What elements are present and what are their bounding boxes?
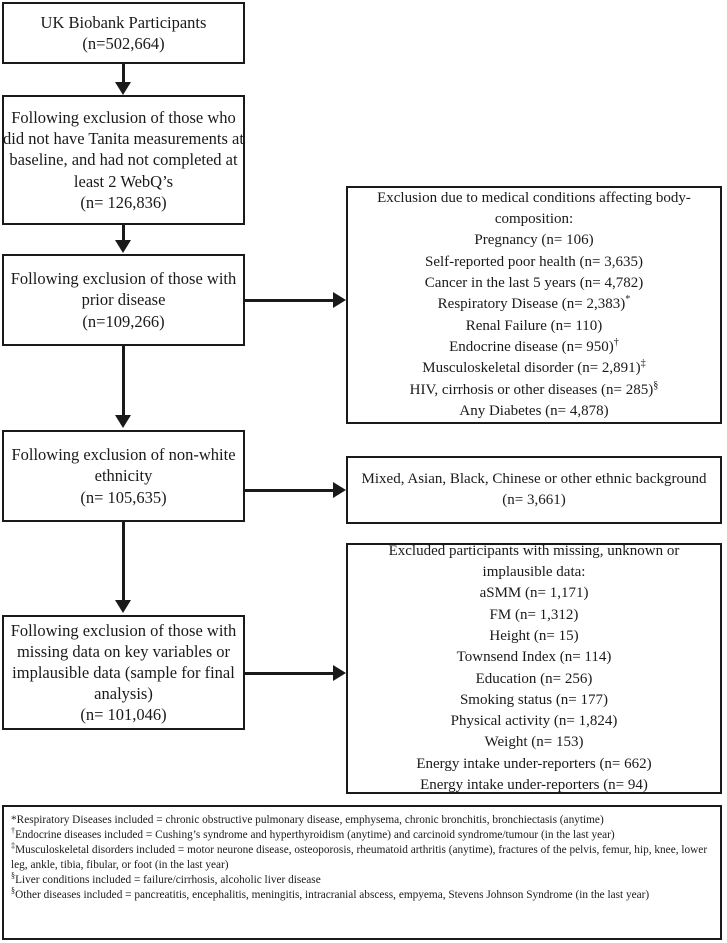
box-header-line: Excluded participants with missing, unkn… (388, 542, 680, 559)
box-line: prior disease (81, 290, 166, 310)
box-header-line: implausible data: (482, 564, 586, 581)
exclusion-item: Endocrine disease (n= 950)† (449, 336, 619, 355)
connector-line-missing-to-excluded (245, 672, 335, 675)
box-line: least 2 WebQ’s (73, 171, 174, 191)
exclusion-item: Cancer in the last 5 years (n= 4,782) (424, 275, 644, 292)
flow-box-excluded-missing: Excluded participants with missing, unkn… (346, 543, 722, 794)
box-line: analysis) (94, 684, 153, 704)
connector-line-ethnicity-to-ethnic-bg (245, 489, 335, 492)
arrow-right-icon (333, 665, 346, 681)
footnote-marker: § (11, 871, 16, 881)
footnote-marker: * (625, 294, 631, 306)
footnote-marker: § (11, 886, 16, 896)
connector-line-tanita-to-prior (122, 225, 125, 241)
flow-box-missing-data: Following exclusion of those with missin… (2, 615, 245, 730)
exclusion-item: HIV, cirrhosis or other diseases (n= 285… (409, 379, 659, 398)
exclusion-item: Pregnancy (n= 106) (474, 232, 594, 249)
exclusion-item: Smoking status (n= 177) (459, 691, 609, 708)
footnote-line: ‡Musculoskeletal disorders included = mo… (11, 841, 713, 873)
exclusion-item: Respiratory Disease (n= 2,383)* (437, 294, 631, 313)
flow-box-participants: UK Biobank Participants (n=502,664) (2, 2, 245, 64)
box-line: baseline, and had not completed at (9, 150, 238, 170)
footnote-line: §Other diseases included = pancreatitis,… (11, 886, 713, 903)
exclusion-item: aSMM (n= 1,171) (479, 585, 589, 602)
arrow-down-icon (115, 82, 131, 95)
footnote-line: †Endocrine diseases included = Cushing’s… (11, 826, 713, 843)
exclusion-item: Self-reported poor health (n= 3,635) (425, 253, 643, 270)
footnote-marker: * (11, 814, 17, 826)
footnote-text: Endocrine diseases included = Cushing’s … (15, 829, 615, 842)
connector-line-prior-to-ethnicity (122, 346, 125, 416)
arrow-right-icon (333, 482, 346, 498)
footnotes-box: *Respiratory Diseases included = chronic… (2, 805, 722, 940)
exclusion-item: Energy intake under-reporters (n= 94) (420, 776, 648, 793)
box-line: (n=502,664) (82, 34, 165, 53)
box-line: Following exclusion of those with (10, 269, 237, 289)
box-line: ethnicity (94, 466, 153, 486)
exclusion-item: (n= 3,661) (502, 492, 566, 508)
box-line: (n= 105,635) (80, 487, 167, 507)
exclusion-item: Physical activity (n= 1,824) (450, 713, 618, 730)
connector-line-participants-to-tanita (122, 64, 125, 84)
footnote-text: Musculoskeletal disorders included = mot… (11, 844, 708, 872)
arrow-right-icon (333, 292, 346, 308)
flow-box-ethnicity: Following exclusion of non-white ethnici… (2, 430, 245, 522)
box-line: Following exclusion of non-white (11, 445, 236, 465)
arrow-down-icon (115, 240, 131, 253)
box-line: (n= 126,836) (80, 192, 167, 212)
box-line: missing data on key variables or (16, 641, 231, 661)
flow-box-ethnic-background: Mixed, Asian, Black, Chinese or other et… (346, 456, 722, 524)
connector-line-ethnicity-to-missing (122, 522, 125, 601)
exclusion-item: Energy intake under-reporters (n= 662) (416, 755, 652, 772)
footnote-marker: ‡ (11, 841, 16, 851)
footnote-marker: † (11, 826, 16, 836)
box-line: Following exclusion of those who (11, 108, 236, 128)
box-header-line: Exclusion due to medical conditions affe… (377, 189, 691, 206)
arrow-down-icon (115, 415, 131, 428)
box-line: (n=109,266) (82, 311, 165, 331)
box-line: did not have Tanita measurements at (3, 129, 244, 149)
exclusion-item: Mixed, Asian, Black, Chinese or other et… (361, 470, 707, 487)
exclusion-item: Renal Failure (n= 110) (465, 317, 603, 334)
box-line: (n= 101,046) (80, 705, 167, 725)
footnote-text: Other diseases included = pancreatitis, … (15, 889, 650, 902)
footnote-text: Liver conditions included = failure/cirr… (15, 874, 321, 887)
flow-box-medical-conditions: Exclusion due to medical conditions affe… (346, 186, 722, 424)
box-line: UK Biobank Participants (40, 12, 207, 32)
footnote-marker: † (613, 336, 619, 348)
box-line: implausible data (sample for final (12, 662, 235, 682)
footnote-marker: § (653, 379, 659, 391)
flow-box-prior-disease: Following exclusion of those with prior … (2, 254, 245, 346)
box-header-line: composition: (494, 211, 574, 228)
exclusion-item: FM (n= 1,312) (489, 606, 579, 623)
arrow-down-icon (115, 600, 131, 613)
exclusion-item: Townsend Index (n= 114) (456, 649, 612, 666)
flow-box-tanita-exclusion: Following exclusion of those who did not… (2, 95, 245, 225)
exclusion-item: Any Diabetes (n= 4,878) (459, 402, 609, 419)
exclusion-item: Weight (n= 153) (484, 734, 584, 751)
footnote-line: §Liver conditions included = failure/cir… (11, 871, 713, 888)
connector-line-prior-to-medical (245, 299, 335, 302)
footnote-text: Respiratory Diseases included = chronic … (16, 814, 604, 826)
footnote-marker: ‡ (640, 358, 646, 370)
exclusion-item: Musculoskeletal disorder (n= 2,891)‡ (422, 358, 646, 377)
exclusion-item: Education (n= 256) (475, 670, 593, 687)
footnote-line: *Respiratory Diseases included = chronic… (11, 813, 713, 828)
box-line: Following exclusion of those with (10, 620, 237, 640)
exclusion-item: Height (n= 15) (489, 627, 579, 644)
